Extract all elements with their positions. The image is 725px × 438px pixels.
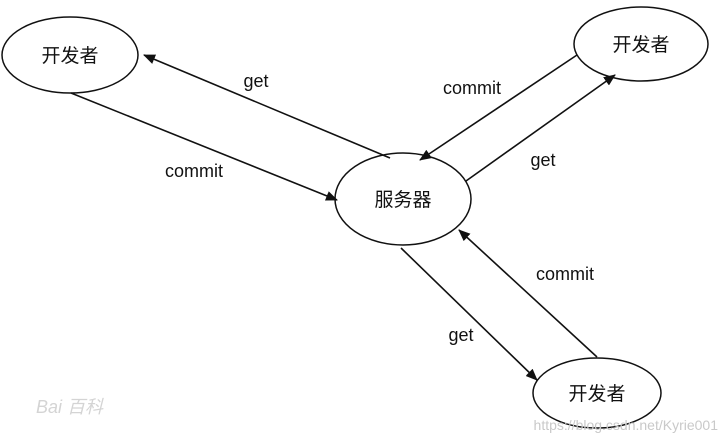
edge-commit-from-dev2 (419, 54, 578, 161)
node-developer-bottom-right: 开发者 (532, 357, 662, 429)
watermark-url: https://blog.csdn.net/Kyrie001 (534, 417, 719, 433)
node-label: 开发者 (41, 45, 98, 67)
edge-commit-from-dev1 (70, 92, 338, 201)
node-server: 服务器 (334, 152, 472, 246)
edge-label-get: get (243, 71, 268, 91)
edge-label-get: get (448, 325, 473, 345)
node-developer-top-left: 开发者 (1, 16, 139, 94)
edge-label-get: get (530, 150, 555, 170)
node-label: 开发者 (568, 383, 625, 405)
node-label: 开发者 (612, 34, 669, 56)
edge-get-to-dev1 (143, 54, 391, 159)
edge-label-commit: commit (443, 78, 501, 98)
edge-get-to-dev2 (465, 74, 616, 182)
edge-get-to-dev3 (400, 247, 538, 381)
node-developer-top-right: 开发者 (573, 6, 709, 82)
watermark-logo: Bai 百科 (36, 397, 104, 417)
edge-label-commit: commit (536, 264, 594, 284)
edge-label-commit: commit (165, 161, 223, 181)
node-label: 服务器 (374, 189, 431, 211)
edge-commit-from-dev3 (458, 229, 598, 358)
